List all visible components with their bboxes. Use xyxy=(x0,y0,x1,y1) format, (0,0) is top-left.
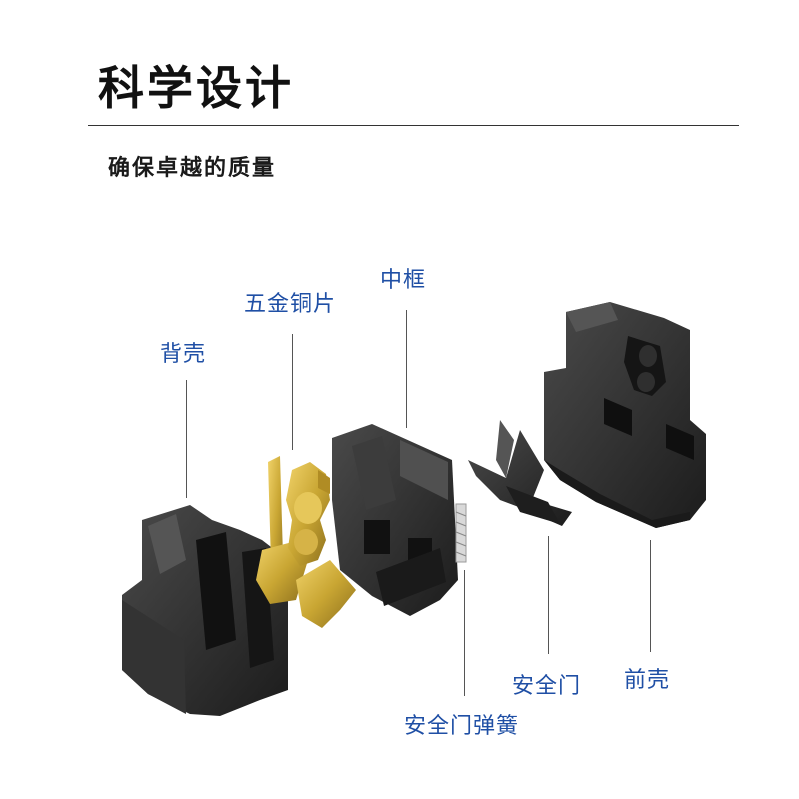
safety-door-spring-part xyxy=(456,504,466,562)
back-shell-part xyxy=(122,505,288,716)
front-shell-part xyxy=(544,302,706,528)
